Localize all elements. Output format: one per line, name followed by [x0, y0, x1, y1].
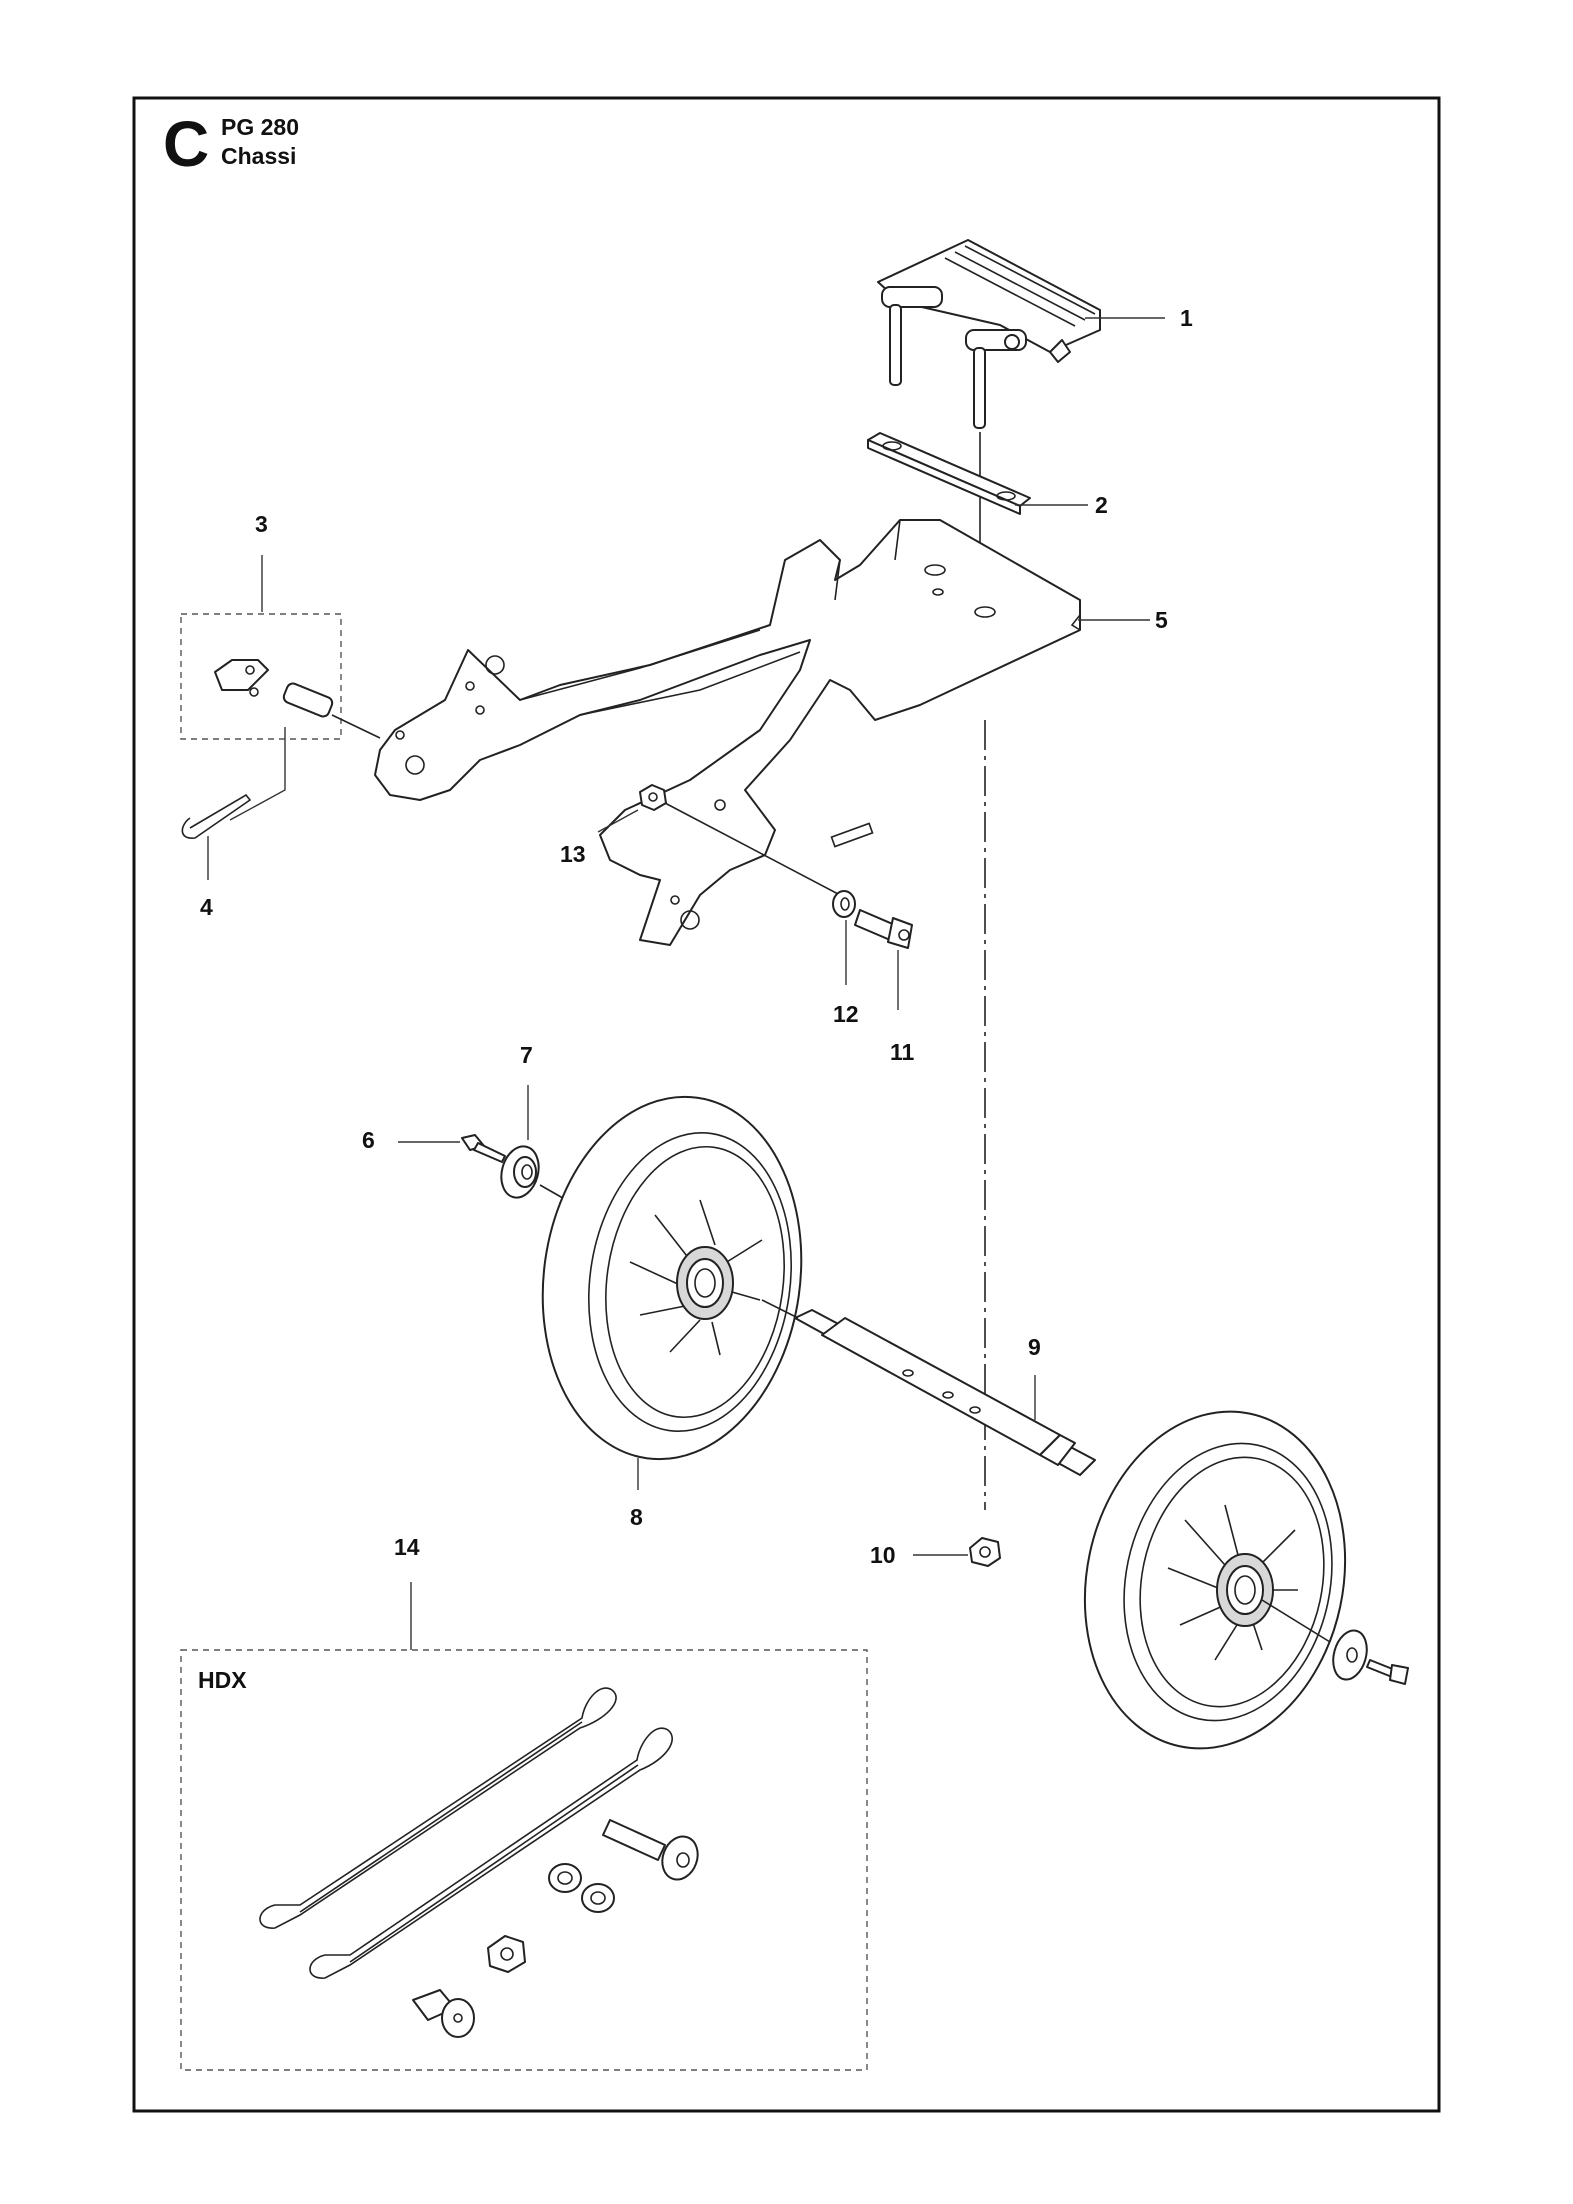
- kit-washer-2: [581, 1883, 615, 1913]
- callout-8: 8: [630, 1504, 643, 1530]
- screw-11: [854, 909, 913, 949]
- page-frame: [132, 96, 1441, 2113]
- wheel-washer-7: [500, 1145, 540, 1199]
- handle-bracket: [877, 239, 1101, 429]
- wheel-bolt-6: [461, 1134, 506, 1163]
- spring-clip: [181, 793, 252, 839]
- callout-9: 9: [1028, 1334, 1041, 1360]
- kit-nut: [487, 1935, 526, 1973]
- safety-cable-2: [309, 1727, 673, 1979]
- pin-group-box: [180, 613, 342, 740]
- leader-13: [597, 809, 639, 833]
- callout-5: 5: [1155, 607, 1168, 633]
- wheel-bolt-right: [1366, 1659, 1409, 1685]
- hdx-kit-box: [180, 1649, 868, 2071]
- callout-11: 11: [890, 1039, 915, 1065]
- kit-washer-1: [548, 1863, 582, 1893]
- model-label: PG 280: [221, 114, 299, 140]
- nut-13: [639, 784, 667, 811]
- kit-bolt: [412, 1989, 475, 2038]
- callout-2: 2: [1095, 492, 1108, 518]
- callout-12: 12: [833, 1001, 859, 1027]
- nut-10: [969, 1537, 1001, 1567]
- callout-10: 10: [870, 1542, 896, 1568]
- section-letter: C: [163, 108, 209, 180]
- axle-9: [761, 1299, 1096, 1476]
- safety-cable-1: [259, 1687, 617, 1929]
- callout-3: 3: [255, 511, 268, 537]
- hitch-pin: [214, 659, 334, 718]
- callout-7: 7: [520, 1042, 533, 1068]
- washer-12: [832, 890, 856, 918]
- callout-6: 6: [362, 1127, 375, 1153]
- page-title: Chassi: [221, 143, 296, 169]
- wheel-right: [1083, 1410, 1347, 1750]
- wheel-washer-right: [1332, 1629, 1368, 1681]
- kit-screw: [602, 1819, 699, 1881]
- leader-4-pin: [229, 727, 286, 821]
- clamp-plate: [867, 432, 1031, 515]
- callout-14: 14: [394, 1534, 420, 1560]
- callout-1: 1: [1180, 305, 1193, 331]
- hdx-kit-label: HDX: [198, 1667, 247, 1693]
- wheel-left: [541, 1095, 803, 1461]
- chassis-frame: [374, 519, 1081, 946]
- callout-4: 4: [200, 894, 213, 920]
- callout-13: 13: [560, 841, 586, 867]
